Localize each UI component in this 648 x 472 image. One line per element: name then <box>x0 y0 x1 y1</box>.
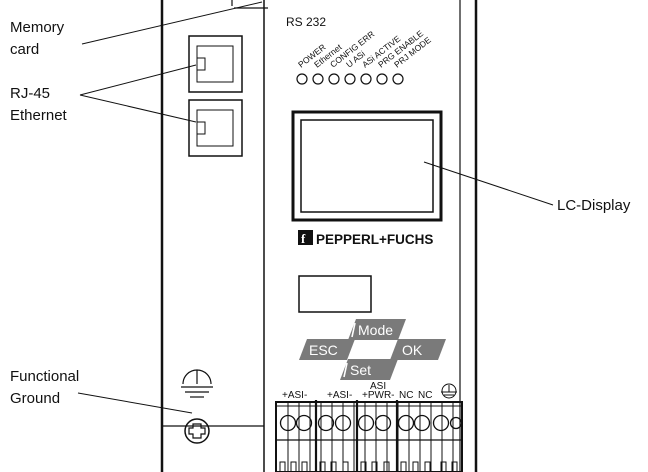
ok-button[interactable] <box>390 339 446 360</box>
terminal-label-asi-top: ASI <box>370 381 386 392</box>
memory-card-label-line1: Memory <box>10 19 65 36</box>
led-ethernet <box>312 73 324 85</box>
lc-display-leader <box>423 161 554 206</box>
terminal-label-pwr: +PWR- <box>362 390 395 401</box>
rj45-leader-1 <box>79 64 197 96</box>
functional-ground-label-line2: Ground <box>10 390 60 407</box>
rj45-port-1 <box>188 35 243 93</box>
ground-leader <box>77 392 193 414</box>
brand-logo-mark: f <box>301 231 306 246</box>
ground-symbol-icon <box>181 369 213 398</box>
rj45-port-2 <box>188 99 243 157</box>
callout-lines <box>77 1 554 414</box>
rj45-leader-2 <box>79 94 197 123</box>
brand-name: PEPPERL+FUCHS <box>316 232 433 247</box>
esc-button-label: ESC <box>309 342 338 358</box>
label-window <box>298 275 372 313</box>
led-labels: POWER Ethernet CONFIG ERR U ASi ASi ACTI… <box>296 28 433 70</box>
rs232-label: RS 232 <box>286 15 326 29</box>
terminal-label-asi-1: +ASI- <box>282 390 307 401</box>
memory-card-leader <box>81 1 263 45</box>
led-prj-mode <box>392 73 404 85</box>
brand-logo: f PEPPERL+FUCHS <box>298 230 433 247</box>
led-config-err <box>328 73 340 85</box>
ok-button-label: OK <box>402 342 423 358</box>
terminal-ground-icon <box>441 383 457 399</box>
rj45-label-line1: RJ-45 <box>10 85 50 102</box>
memory-card-label-line2: card <box>10 41 39 58</box>
ground-screw-icon <box>184 418 210 444</box>
led-asi-active <box>360 73 372 85</box>
rj45-label-line2: Ethernet <box>10 107 68 124</box>
lc-display-label: LC-Display <box>557 197 631 214</box>
terminal-label-asi-2: +ASI- <box>327 390 352 401</box>
led-prg-enable <box>376 73 388 85</box>
terminal-label-nc-2: NC <box>418 390 432 401</box>
mode-button-label: Mode <box>358 322 393 338</box>
lc-display <box>291 110 443 222</box>
terminal-labels: +ASI- +ASI- ASI +PWR- NC NC <box>282 381 432 401</box>
functional-ground-label-line1: Functional <box>10 368 79 385</box>
terminal-block <box>275 400 463 472</box>
led-u-asi <box>344 73 356 85</box>
mode-button[interactable] <box>348 319 406 340</box>
esc-button[interactable] <box>299 339 355 360</box>
device-housing <box>160 0 478 472</box>
keypad: Mode ESC OK Set <box>299 319 446 380</box>
leds <box>296 73 404 85</box>
terminal-label-nc-1: NC <box>399 390 413 401</box>
set-button[interactable] <box>340 359 398 380</box>
set-button-label: Set <box>350 362 371 378</box>
led-power <box>296 73 308 85</box>
